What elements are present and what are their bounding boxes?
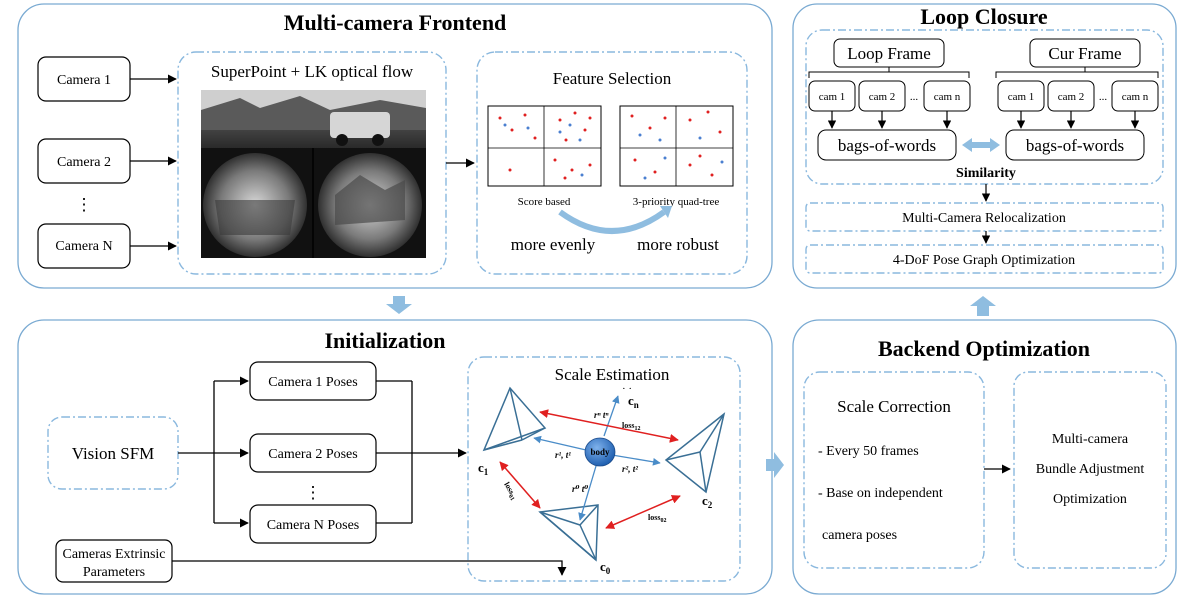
score-based-label: Score based (518, 196, 571, 208)
loop-closure-panel: Loop Closure Loop Frame Cur Frame cam 1 … (792, 3, 1177, 289)
svg-text:Camera N: Camera N (55, 239, 112, 254)
relocalization-box: Multi-Camera Relocalization (805, 202, 1164, 232)
camera-c0-pyramid (538, 504, 599, 562)
camera-images (201, 90, 426, 258)
svg-text:bags-of-words: bags-of-words (838, 136, 936, 155)
rt1-label: r¹, t¹ (555, 450, 571, 460)
loss12-label: loss12 (622, 421, 640, 432)
superpoint-label: SuperPoint + LK optical flow (211, 62, 414, 81)
extrinsics-box: Cameras Extrinsic Parameters (55, 539, 173, 583)
svg-text:cam n: cam n (1122, 91, 1149, 103)
svg-text:Camera 2 Poses: Camera 2 Poses (268, 447, 357, 462)
poses-ellipsis: ⋮ (305, 483, 322, 502)
camera-n-box: Camera N (37, 223, 131, 269)
loop-cam-ellipsis: ... (910, 91, 919, 103)
bullet-independent: - Base on independent (818, 486, 943, 501)
svg-text:body: body (590, 447, 610, 457)
loop-cam-n: cam n (923, 80, 971, 112)
cur-cam-1: cam 1 (997, 80, 1045, 112)
quadtree-grid (619, 105, 734, 187)
scale-estimation-title: Scale Estimation (555, 365, 670, 384)
bundle-adjustment-box (1013, 371, 1167, 569)
svg-text:Vision SFM: Vision SFM (72, 444, 155, 463)
frontend-panel: Multi-camera Frontend Camera 1 Camera 2 … (17, 3, 773, 289)
scale-estimation-box (467, 356, 741, 582)
quadtree-label: 3-priority quad-tree (633, 196, 720, 208)
cur-frame-box: Cur Frame (1029, 38, 1141, 68)
camera-2-poses-box: Camera 2 Poses (249, 433, 377, 473)
ba-line2: Bundle Adjustment (1036, 462, 1145, 477)
backend-panel: Backend Optimization Scale Correction - … (792, 319, 1177, 595)
initialization-panel: Initialization Vision SFM Camera 1 Poses… (17, 319, 773, 595)
rt0-label: r⁰ t⁰ (572, 484, 588, 494)
similarity-label: Similarity (956, 166, 1016, 181)
vision-sfm-box: Vision SFM (47, 416, 179, 490)
rt2-label: r², t² (622, 464, 638, 474)
right-arrow-icon (766, 452, 784, 478)
svg-text:cam 2: cam 2 (869, 91, 896, 103)
svg-text:Cameras Extrinsic: Cameras Extrinsic (62, 547, 165, 562)
svg-text:Camera 2: Camera 2 (57, 155, 111, 170)
rtn-label: rⁿ tⁿ (594, 410, 609, 420)
backend-title: Backend Optimization (878, 336, 1090, 361)
more-robust-label: more robust (637, 235, 719, 254)
camera-ellipsis: ⋮ (76, 195, 93, 214)
svg-text:Camera 1 Poses: Camera 1 Poses (268, 375, 357, 390)
svg-text:Loop Frame: Loop Frame (847, 44, 931, 63)
bullet-camera-poses: camera poses (822, 528, 897, 543)
c2-label: c2 (702, 493, 713, 510)
more-evenly-label: more evenly (511, 235, 596, 254)
svg-text:4-DoF Pose Graph Optimization: 4-DoF Pose Graph Optimization (893, 253, 1075, 268)
double-arrow-icon (962, 138, 1000, 152)
svg-text:Camera N Poses: Camera N Poses (267, 518, 360, 533)
loop-closure-title: Loop Closure (920, 4, 1048, 29)
svg-text:Cur Frame: Cur Frame (1048, 44, 1121, 63)
svg-text:cam 2: cam 2 (1058, 91, 1085, 103)
camera-1-poses-box: Camera 1 Poses (249, 361, 377, 401)
loop-cam-2: cam 2 (858, 80, 906, 112)
svg-text:Parameters: Parameters (83, 565, 145, 580)
scale-correction-title: Scale Correction (837, 397, 951, 416)
feature-selection-box (476, 51, 748, 275)
loop-frame-box: Loop Frame (833, 38, 945, 68)
svg-text:Multi-Camera Relocalization: Multi-Camera Relocalization (902, 211, 1066, 226)
loss01-label: loss01 (501, 481, 520, 502)
svg-text:cam 1: cam 1 (819, 91, 846, 103)
cur-bags-of-words: bags-of-words (1005, 129, 1145, 161)
camera-n-poses-box: Camera N Poses (249, 504, 377, 544)
svg-text:Camera 1: Camera 1 (57, 73, 111, 88)
frontend-title: Multi-camera Frontend (284, 10, 507, 35)
camera-1-box: Camera 1 (37, 56, 131, 102)
cn-label: cn (628, 393, 639, 410)
scale-correction-box (803, 371, 985, 569)
svg-text:cam 1: cam 1 (1008, 91, 1035, 103)
cn-dots: · · (622, 383, 632, 395)
ba-line1: Multi-camera (1052, 432, 1129, 447)
body-node (584, 437, 616, 467)
bullet-every-50: - Every 50 frames (818, 444, 919, 459)
curved-arrow (558, 209, 666, 234)
down-arrow-icon (386, 296, 412, 314)
svg-text:cam n: cam n (934, 91, 961, 103)
cur-cam-ellipsis: ... (1099, 91, 1108, 103)
cur-cam-n: cam n (1111, 80, 1159, 112)
initialization-title: Initialization (324, 328, 445, 353)
svg-text:bags-of-words: bags-of-words (1026, 136, 1124, 155)
camera-2-box: Camera 2 (37, 138, 131, 184)
c0-label: c0 (600, 559, 611, 576)
cur-cam-2: cam 2 (1047, 80, 1095, 112)
ba-line3: Optimization (1053, 492, 1127, 507)
loss02-label: loss02 (648, 513, 666, 524)
feature-selection-title: Feature Selection (553, 69, 672, 88)
up-arrow-icon (970, 296, 996, 316)
score-based-grid (487, 105, 602, 187)
c1-label: c1 (478, 460, 489, 477)
loop-bags-of-words: bags-of-words (817, 129, 957, 161)
camera-c1-pyramid (482, 386, 547, 452)
loop-cam-1: cam 1 (808, 80, 856, 112)
pose-graph-box: 4-DoF Pose Graph Optimization (805, 244, 1164, 274)
camera-c2-pyramid (664, 412, 726, 494)
